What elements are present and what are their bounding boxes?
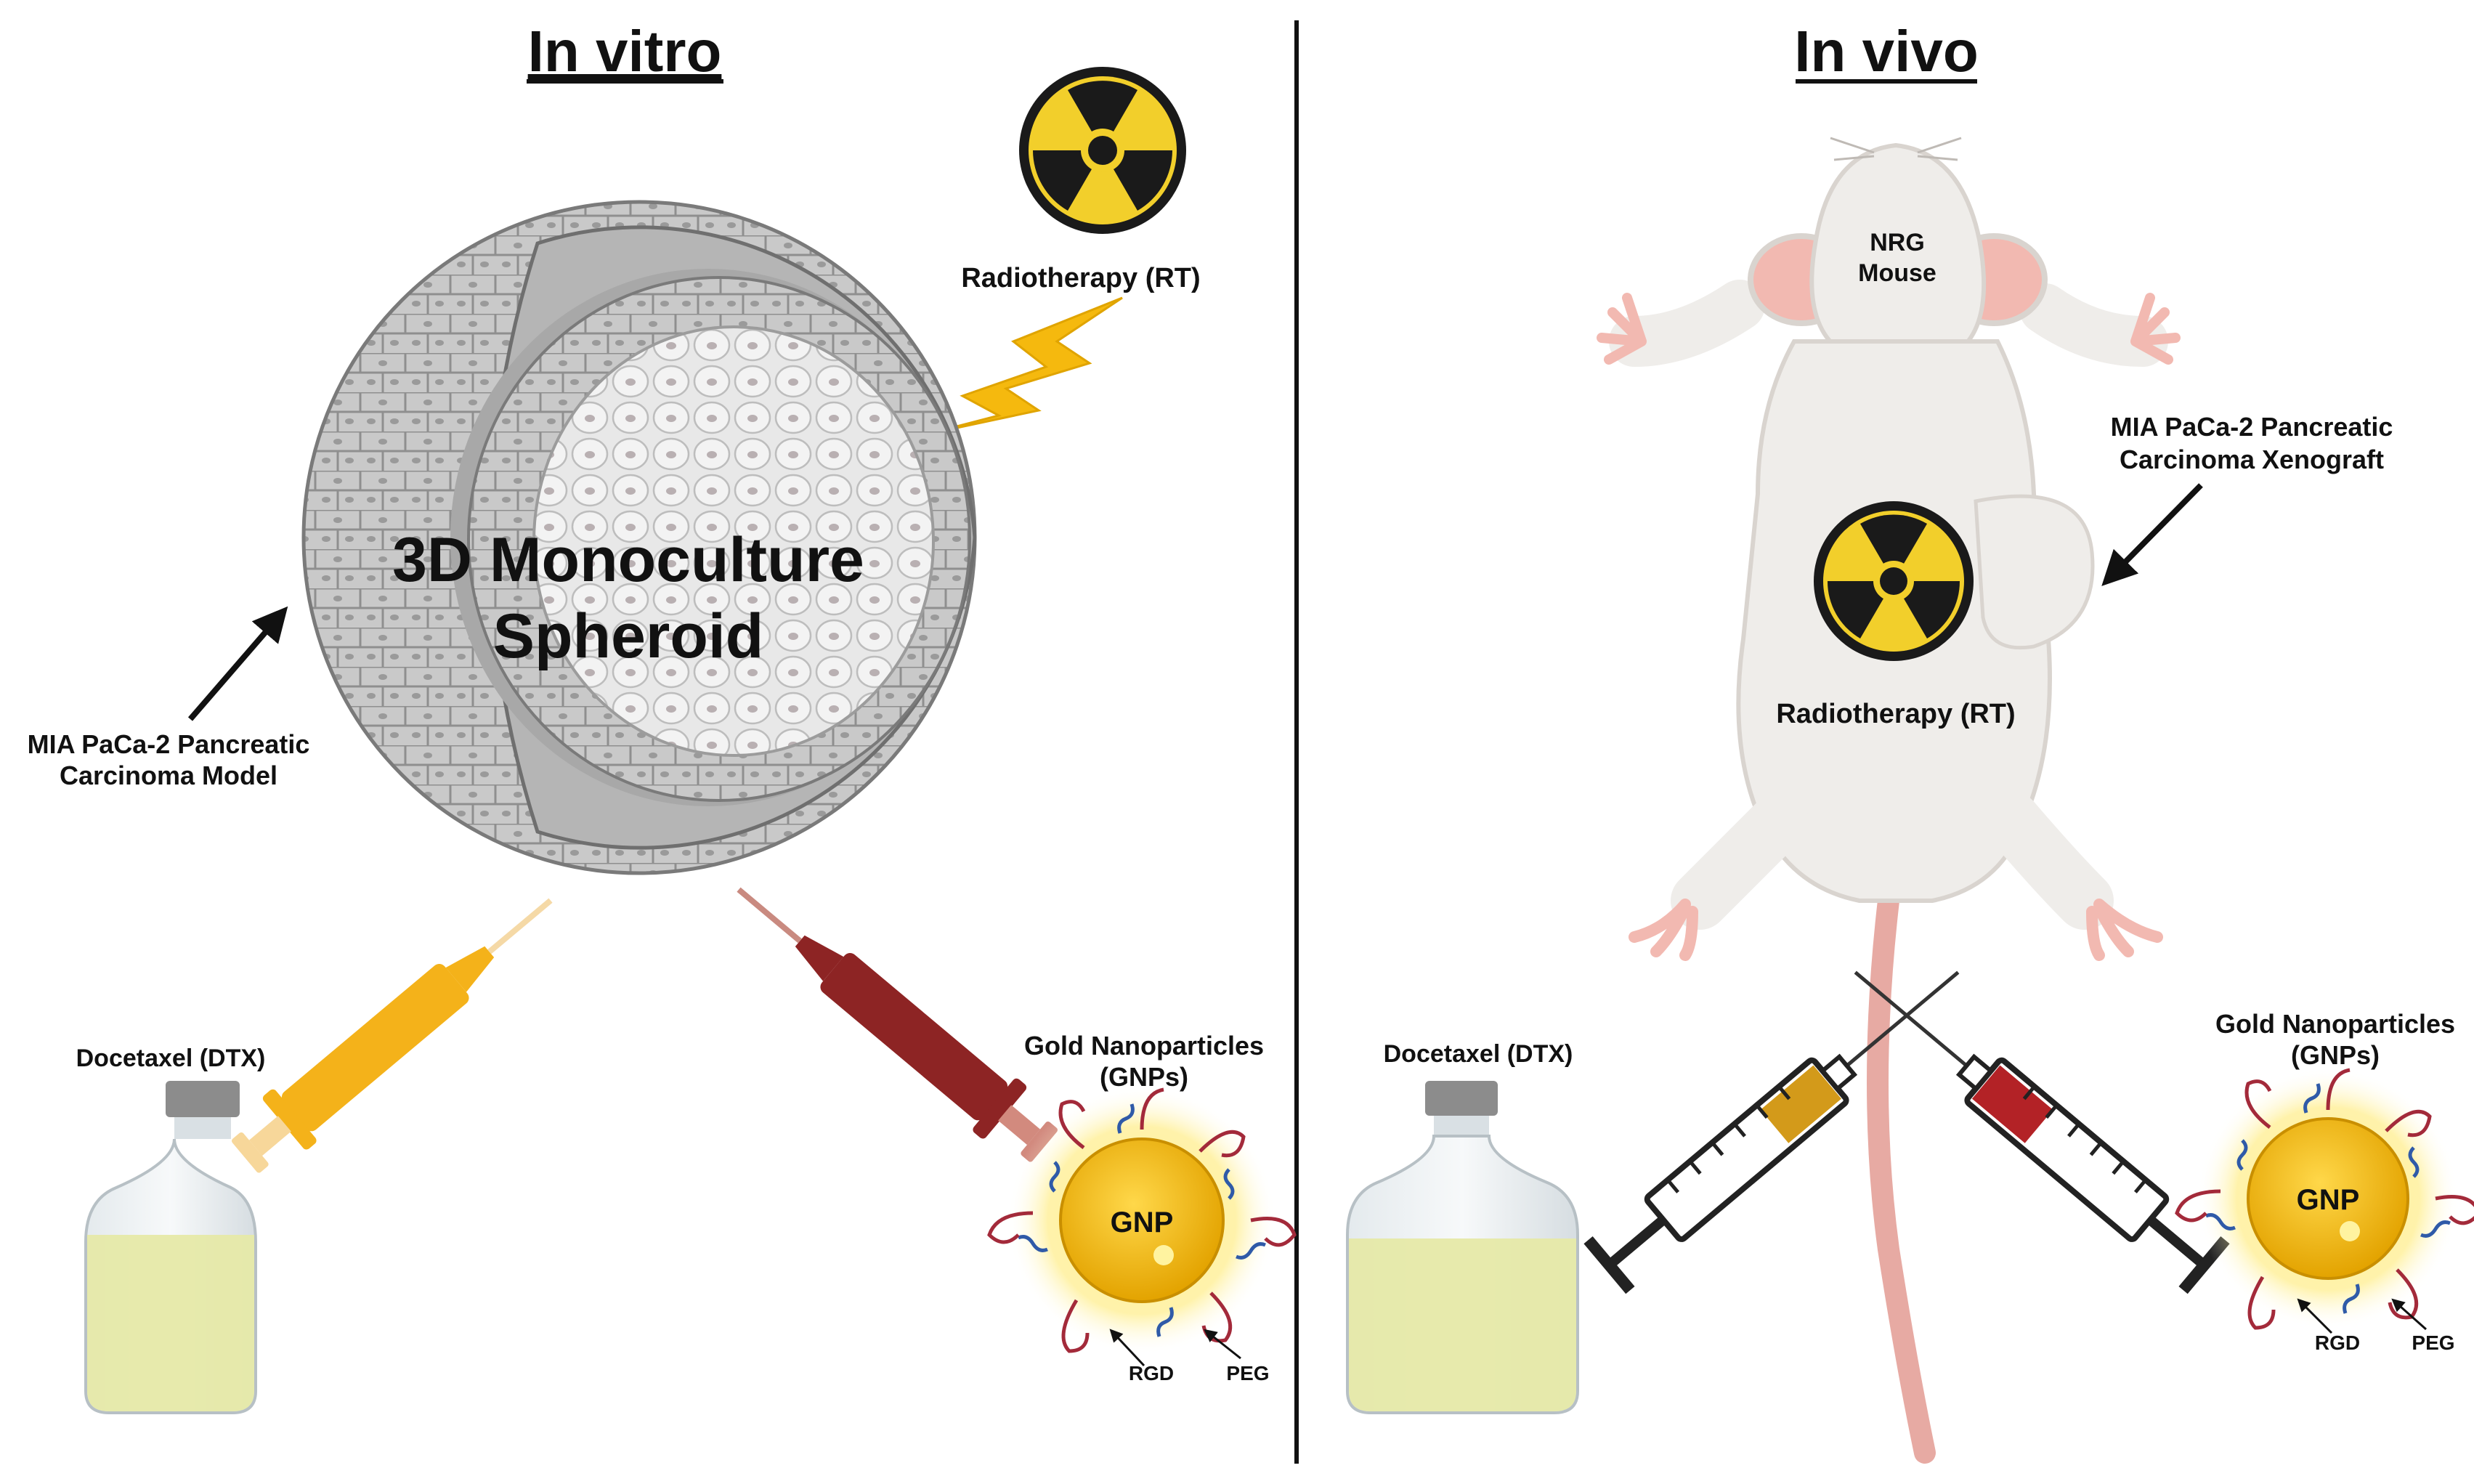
gnp-label-vitro-line1: Gold Nanoparticles — [1024, 1031, 1264, 1061]
gnp-core-label-vitro: GNP — [1111, 1207, 1174, 1238]
mouse-label-line2: Mouse — [1858, 259, 1936, 287]
rgd-label-vivo: RGD — [2315, 1331, 2360, 1354]
gnp-particle-vivo — [2175, 1068, 2474, 1330]
peg-label-vitro: PEG — [1226, 1362, 1269, 1384]
dtx-label-vivo: Docetaxel (DTX) — [1384, 1040, 1573, 1068]
gnp-syringe — [737, 887, 1058, 1162]
model-label-line2: Carcinoma Model — [60, 761, 277, 790]
rgd-arrow-vivo — [2297, 1298, 2333, 1334]
radiation-icon — [1019, 67, 1186, 234]
radiotherapy-label: Radiotherapy (RT) — [961, 263, 1200, 293]
spheroid-label-line1: 3D Monoculture — [392, 525, 864, 595]
dtx-vial — [84, 1081, 257, 1414]
peg-arrow-vitro — [1204, 1329, 1241, 1360]
in-vitro-title: In vitro — [528, 19, 722, 84]
in-vivo-title: In vivo — [1794, 19, 1978, 84]
gnp-label-vivo-line2: (GNPs) — [2291, 1040, 2380, 1070]
mouse-tail — [1867, 890, 1936, 1464]
gnp-core-label-vivo: GNP — [2297, 1184, 2360, 1216]
mouse-label-line1: NRG — [1870, 229, 1925, 256]
dtx-syringe-vivo — [1583, 970, 1960, 1294]
gnp-label-vivo-line1: Gold Nanoparticles — [2215, 1009, 2455, 1039]
lightning-bolt-icon — [925, 296, 1123, 436]
spheroid — [301, 200, 977, 875]
rgd-label-vitro: RGD — [1129, 1362, 1174, 1384]
xenograft-label-line2: Carcinoma Xenograft — [2120, 445, 2384, 474]
dtx-label-vitro: Docetaxel (DTX) — [76, 1045, 266, 1072]
xenograft-label-line1: MIA PaCa-2 Pancreatic — [2111, 412, 2393, 442]
peg-arrow-vivo — [2391, 1298, 2427, 1331]
radiation-icon-mouse — [1814, 501, 1974, 661]
peg-label-vivo: PEG — [2412, 1331, 2454, 1354]
xenograft-arrow — [2101, 483, 2203, 586]
gnp-label-vitro-line2: (GNPs) — [1100, 1062, 1188, 1092]
radiotherapy-label-vivo: Radiotherapy (RT) — [1776, 699, 2015, 729]
spheroid-label-line2: Spheroid — [493, 601, 764, 671]
rgd-arrow-vitro — [1109, 1329, 1145, 1367]
gnp-particle-vitro — [987, 1086, 1297, 1355]
model-label-line1: MIA PaCa-2 Pancreatic — [28, 729, 310, 759]
dtx-syringe — [232, 898, 553, 1173]
model-arrow — [187, 606, 288, 721]
dtx-vial-vivo — [1346, 1081, 1579, 1414]
